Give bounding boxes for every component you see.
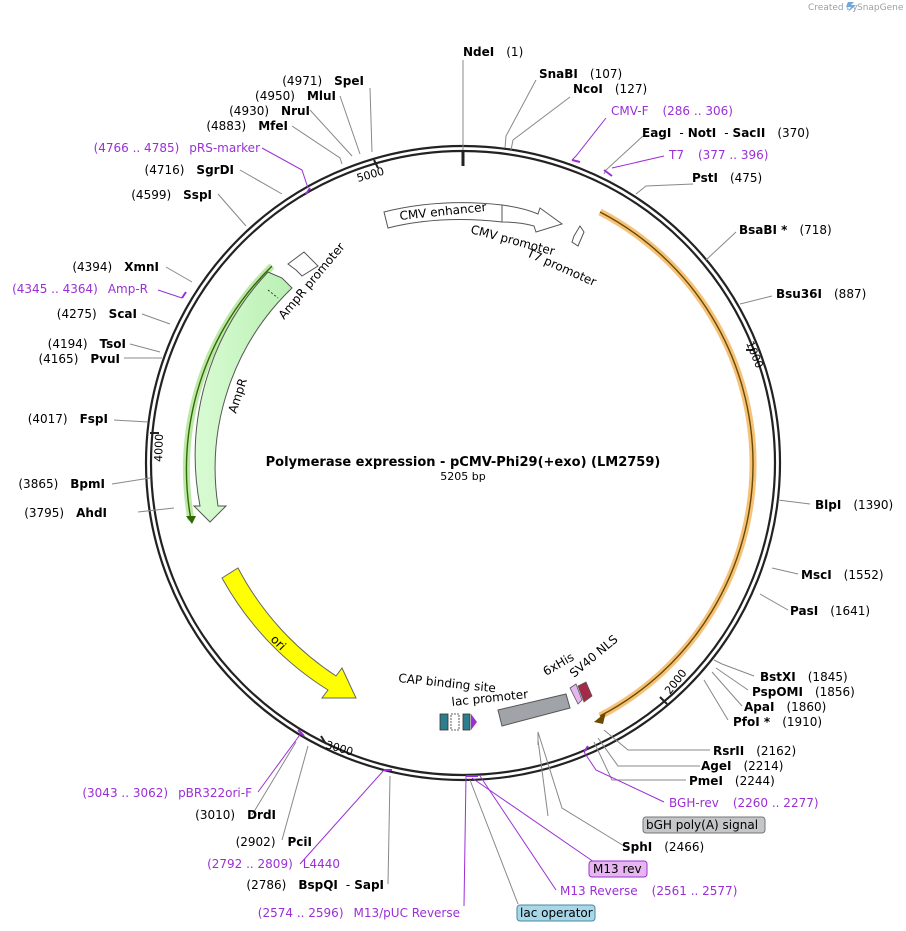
site-pfoi[interactable]: PfoI *(1910) — [733, 715, 822, 729]
primer-ampr[interactable]: (4345 .. 4364)Amp-R — [12, 282, 148, 296]
site-bspqi-sapi[interactable]: (2786)BspQI-SapI — [246, 878, 384, 892]
plasmid-size: 5205 bp — [440, 470, 485, 483]
site-snabi[interactable]: SnaBI(107) — [539, 67, 622, 81]
credit-brand: SnapGene — [857, 3, 904, 13]
ampr-outer-arrow-head — [186, 516, 196, 524]
ori-arrow — [221, 567, 357, 699]
lac-operator-box — [462, 713, 471, 731]
primer-prs-marker[interactable]: (4766 .. 4785)pRS-marker — [94, 141, 260, 155]
sv40-nls-shape — [577, 681, 593, 703]
site-mlui[interactable]: (4950)MluI — [255, 89, 336, 103]
primer-cmvf[interactable]: CMV-F(286 .. 306) — [611, 104, 733, 118]
site-sspi[interactable]: (4599)SspI — [131, 188, 212, 202]
credit-prefix: Created by — [808, 3, 858, 13]
ruler-label-1000: 1000 — [743, 339, 766, 370]
site-ncoi[interactable]: NcoI(127) — [573, 82, 647, 96]
primer-m13puc[interactable]: (2574 .. 2596)M13/pUC Reverse — [258, 906, 460, 920]
svg-text:lac operator: lac operator — [520, 906, 593, 920]
site-bsabi[interactable]: BsaBI *(718) — [739, 223, 832, 237]
primer-m13reverse[interactable]: M13 Reverse(2561 .. 2577) — [560, 884, 737, 898]
site-nrui[interactable]: (4930)NruI — [229, 104, 310, 118]
site-pspomi[interactable]: PspOMI(1856) — [752, 685, 855, 699]
site-psti[interactable]: PstI(475) — [692, 171, 762, 185]
cds-arc-core — [599, 211, 754, 717]
site-spei[interactable]: (4971)SpeI — [282, 74, 364, 88]
boxed-bgh-polya[interactable]: bGH poly(A) signal — [642, 816, 766, 834]
cmv-promoter-shape — [501, 204, 564, 233]
lacop-label-leader — [469, 779, 519, 905]
cds-arrow-head — [594, 712, 606, 724]
ampr-feature-arrow — [192, 271, 293, 523]
site-rsrii[interactable]: RsrII(2162) — [713, 744, 796, 758]
label-t7-promoter: T7 promoter — [524, 246, 599, 290]
site-bpmi[interactable]: (3865)BpmI — [18, 477, 105, 491]
site-fspi[interactable]: (4017)FspI — [28, 412, 108, 426]
site-pvui[interactable]: (4165)PvuI — [38, 352, 120, 366]
site-bsu36i[interactable]: Bsu36I(887) — [776, 287, 866, 301]
site-leaders — [111, 60, 811, 885]
site-sphi[interactable]: SphI(2466) — [622, 840, 704, 854]
primer-l4440[interactable]: (2792 .. 2809)L4440 — [207, 857, 340, 871]
m13rev-label-leader — [471, 777, 595, 863]
site-pasi[interactable]: PasI(1641) — [790, 604, 870, 618]
label-sv40-nls: SV40 NLS — [567, 632, 621, 680]
lac-promoter-box — [450, 713, 460, 731]
site-scai[interactable]: (4275)ScaI — [57, 307, 137, 321]
snapgene-logo-icon — [846, 2, 856, 12]
ampr-promoter-arrow — [287, 251, 319, 277]
primer-pbr322orif[interactable]: (3043 .. 3062)pBR322ori-F — [82, 786, 252, 800]
site-ndei[interactable]: NdeI(1) — [463, 45, 523, 59]
plasmid-title: Polymerase expression - pCMV-Phi29(+exo)… — [266, 455, 661, 470]
site-eagi-noti-sacii[interactable]: EagI-NotI-SacII(370) — [642, 126, 810, 140]
site-tsoi[interactable]: (4194)TsoI — [48, 337, 126, 351]
ruler-label-4000: 4000 — [152, 434, 166, 462]
bgh-polya-arrow — [497, 693, 571, 727]
site-apai[interactable]: ApaI(1860) — [744, 700, 826, 714]
m13-rev-marker — [471, 714, 477, 730]
site-sgrdi[interactable]: (4716)SgrDI — [145, 163, 234, 177]
label-ampr-promoter: AmpR promoter — [276, 240, 348, 322]
cap-binding-site-box — [439, 713, 449, 731]
site-agei[interactable]: AgeI(2214) — [701, 759, 783, 773]
svg-text:M13 rev: M13 rev — [593, 862, 642, 876]
site-pmei[interactable]: PmeI(2244) — [689, 774, 775, 788]
primer-bghrev[interactable]: BGH-rev(2260 .. 2277) — [669, 796, 819, 810]
site-pcii[interactable]: (2902)PciI — [236, 835, 312, 849]
site-msci[interactable]: MscI(1552) — [801, 568, 884, 582]
site-drdi[interactable]: (3010)DrdI — [195, 808, 276, 822]
svg-text:bGH poly(A) signal: bGH poly(A) signal — [646, 818, 758, 832]
site-xmni[interactable]: (4394)XmnI — [72, 260, 159, 274]
ruler-ticks — [150, 159, 755, 745]
site-ahdi[interactable]: (3795)AhdI — [24, 506, 107, 520]
site-bstxi[interactable]: BstXI(1845) — [760, 670, 848, 684]
site-blpi[interactable]: BlpI(1390) — [815, 498, 893, 512]
ampr-outer-arc-core — [185, 265, 273, 521]
site-mfei[interactable]: (4883)MfeI — [206, 119, 288, 133]
bgh-label-leader — [537, 739, 549, 817]
boxed-m13-rev[interactable]: M13 rev — [588, 860, 648, 878]
boxed-lac-operator[interactable]: lac operator — [516, 904, 596, 922]
t7-promoter-shape — [571, 225, 585, 247]
his-tag-shape — [569, 683, 583, 705]
primer-t7[interactable]: T7(377 .. 396) — [668, 148, 768, 162]
primer-leaders — [157, 117, 665, 907]
primer-marks — [181, 159, 613, 777]
